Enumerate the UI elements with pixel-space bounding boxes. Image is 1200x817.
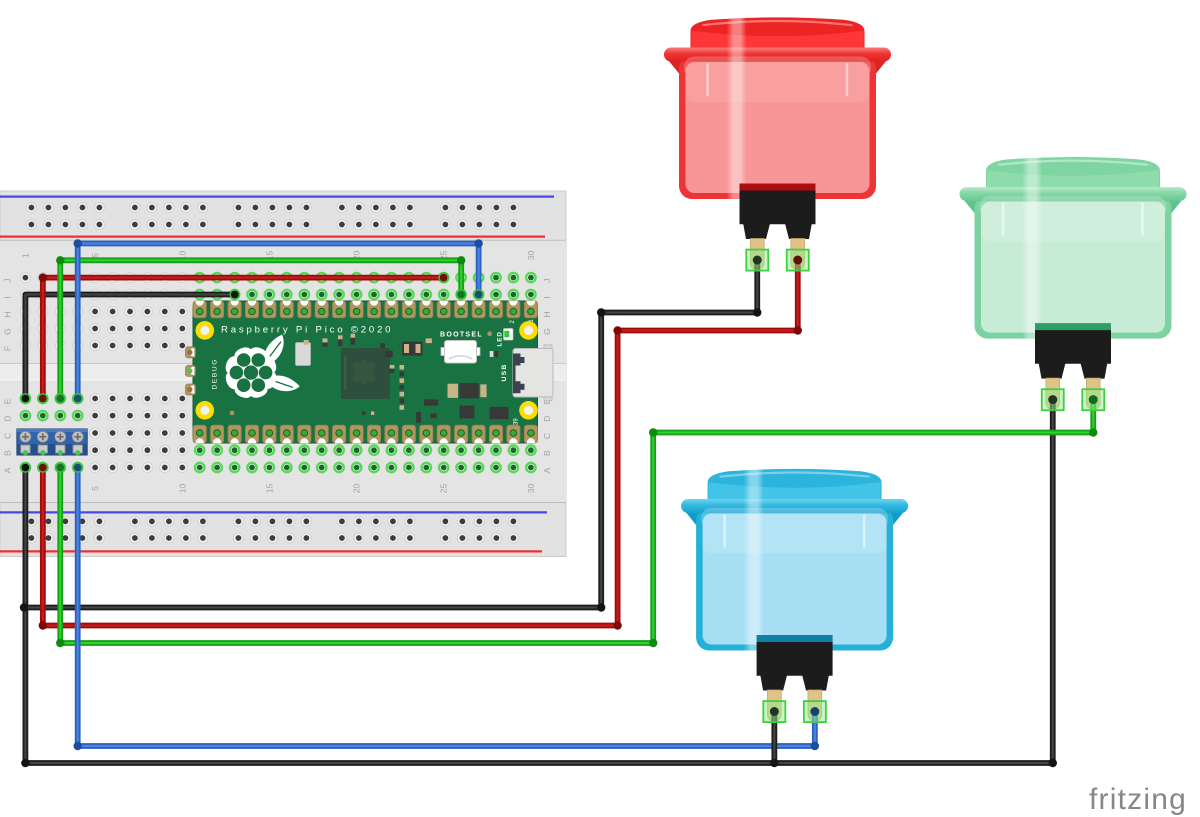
svg-text:I: I xyxy=(542,296,552,298)
svg-text:30: 30 xyxy=(526,484,536,494)
svg-text:D: D xyxy=(542,415,552,421)
svg-text:B: B xyxy=(542,450,552,456)
svg-text:BOOTSEL: BOOTSEL xyxy=(440,332,483,339)
svg-text:F: F xyxy=(2,346,12,351)
svg-text:15: 15 xyxy=(264,484,274,494)
svg-text:1: 1 xyxy=(20,253,30,258)
svg-text:20: 20 xyxy=(352,251,362,261)
svg-text:D: D xyxy=(2,415,12,421)
svg-text:J: J xyxy=(2,278,12,282)
svg-text:5: 5 xyxy=(90,253,100,258)
svg-text:USB: USB xyxy=(501,364,508,382)
svg-text:E: E xyxy=(542,398,552,404)
svg-text:30: 30 xyxy=(526,251,536,261)
svg-text:15: 15 xyxy=(264,251,274,261)
svg-text:LED: LED xyxy=(497,331,504,346)
svg-text:25: 25 xyxy=(439,251,449,261)
svg-text:I: I xyxy=(2,296,12,298)
svg-text:J: J xyxy=(542,278,552,282)
svg-text:G: G xyxy=(542,328,552,335)
svg-text:10: 10 xyxy=(177,484,187,494)
svg-text:E: E xyxy=(2,398,12,404)
svg-text:1: 1 xyxy=(529,319,535,323)
svg-text:H: H xyxy=(2,311,12,317)
svg-text:10: 10 xyxy=(177,251,187,261)
svg-text:G: G xyxy=(2,328,12,335)
svg-text:25: 25 xyxy=(439,484,449,494)
svg-text:Raspberry Pi Pico ©2020: Raspberry Pi Pico ©2020 xyxy=(221,325,393,336)
svg-text:2: 2 xyxy=(510,320,516,324)
svg-text:fritzing: fritzing xyxy=(1089,783,1187,816)
svg-text:B: B xyxy=(2,450,12,456)
svg-text:C: C xyxy=(542,433,552,439)
svg-text:A: A xyxy=(2,467,12,473)
svg-text:A: A xyxy=(542,467,552,473)
svg-text:39: 39 xyxy=(514,418,520,425)
svg-text:20: 20 xyxy=(352,484,362,494)
svg-text:5: 5 xyxy=(90,486,100,491)
svg-text:H: H xyxy=(542,311,552,317)
svg-text:DEBUG: DEBUG xyxy=(212,358,219,389)
svg-text:C: C xyxy=(2,433,12,439)
